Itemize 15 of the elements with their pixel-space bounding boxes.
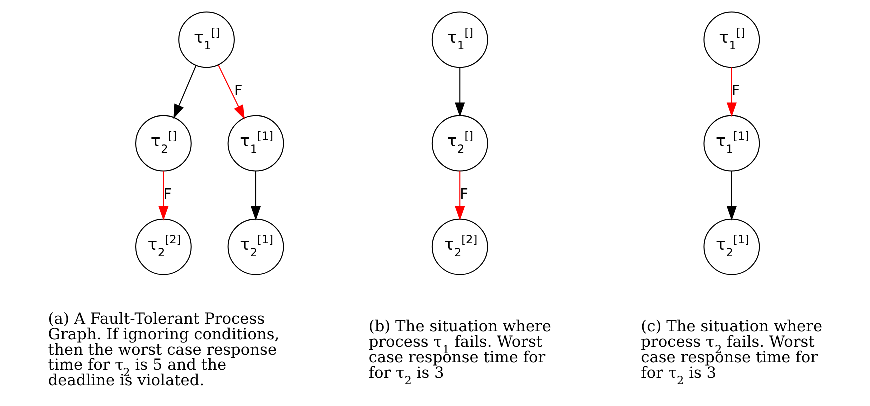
edge-label: F — [460, 187, 468, 204]
arrow — [726, 171, 736, 221]
arrow — [218, 65, 244, 120]
arrow — [454, 171, 465, 221]
arrow — [158, 171, 168, 221]
edge-label: F — [163, 187, 172, 204]
edge-label: F — [234, 84, 242, 100]
arrow — [250, 171, 261, 221]
label: (b) The situation where process τ$_{1}$ fails. Worst case response time for for τ$_{2}$ is 3 — [368, 318, 552, 388]
arrow — [454, 68, 465, 118]
arrow — [173, 66, 196, 119]
edge-label: F — [731, 84, 740, 100]
label: (a) A Fault-Tolerant Process Graph. If ignoring conditions, then the worst case response time for τ$_{2}$ is 5 and the deadline is violated. — [48, 310, 280, 390]
arrow — [726, 68, 736, 118]
label: (c) The situation where process τ$_{2}$ fails. Worst case response time for for τ$_{2}$ is 3 — [640, 318, 822, 388]
